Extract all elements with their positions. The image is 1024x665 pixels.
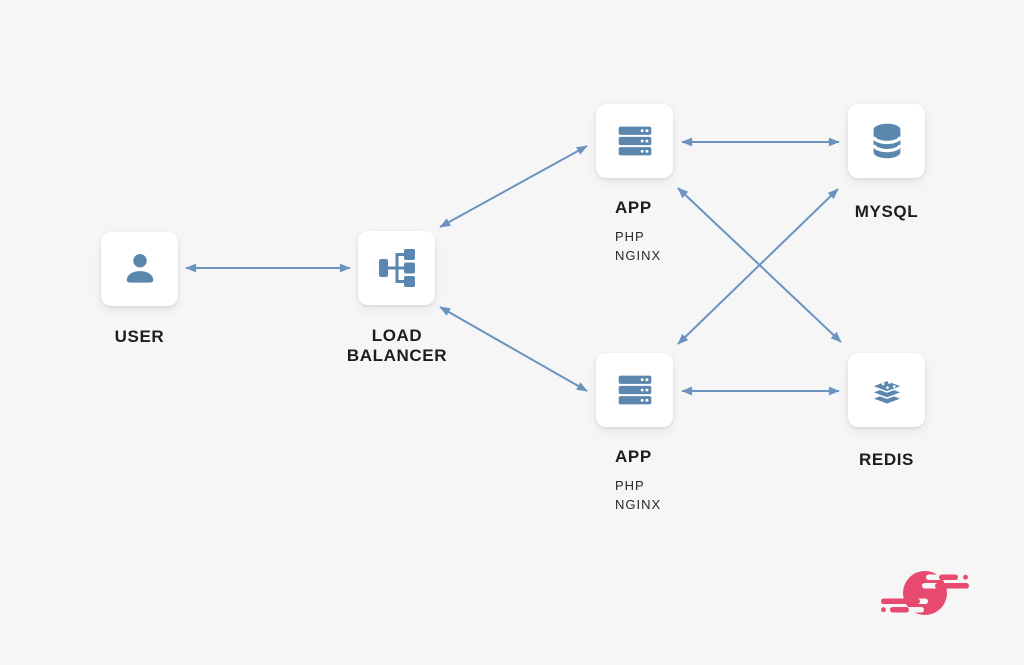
server-icon: [618, 126, 651, 156]
node-label-app-2: APP: [615, 447, 652, 466]
node-card-app-1: [596, 104, 673, 178]
node-card-redis: [848, 353, 925, 427]
load-balancer-icon: [378, 249, 415, 287]
node-card-mysql: [848, 104, 925, 178]
node-label-app-1: APP: [615, 198, 652, 217]
node-label-user: USER: [114, 327, 165, 346]
database-icon: [871, 123, 902, 159]
user-icon: [126, 254, 153, 283]
redis-icon: [870, 379, 903, 406]
node-label-mysql: MYSQL: [854, 202, 919, 221]
node-sublabel-nginx: NGINX: [615, 248, 662, 263]
edge-load-balancer-app-1: [439, 145, 588, 228]
node-sublabel-php: PHP: [615, 229, 645, 244]
edge-load-balancer-app-2: [439, 306, 588, 392]
edge-app-2-mysql: [677, 188, 839, 345]
brand-logo-icon: [876, 571, 976, 615]
node-label-redis: REDIS: [859, 450, 914, 469]
server-icon: [618, 375, 651, 405]
node-label-load-balancer: LOAD BALANCER: [346, 326, 448, 365]
node-sublabel-nginx: NGINX: [615, 497, 662, 512]
node-card-user: [101, 232, 178, 306]
node-sublabel-php: PHP: [615, 478, 645, 493]
node-card-load-balancer: [358, 231, 435, 305]
node-card-app-2: [596, 353, 673, 427]
